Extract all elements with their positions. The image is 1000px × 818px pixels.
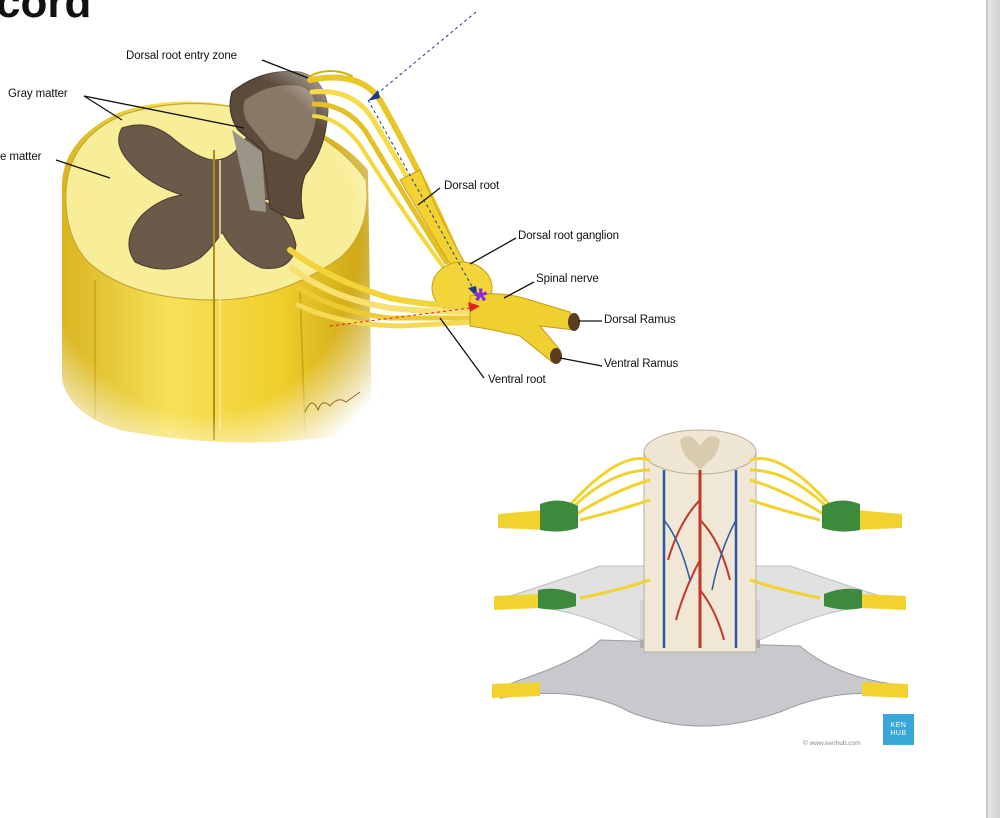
label-dorsal-root: Dorsal root xyxy=(444,180,500,192)
scrollbar[interactable] xyxy=(988,0,1000,818)
kenhub-logo: KEN HUB xyxy=(883,714,914,745)
dashed-arrow-blue-top xyxy=(371,11,477,99)
artist-signature xyxy=(304,391,361,413)
label-dorsal-ramus: Dorsal Ramus xyxy=(604,314,676,326)
asterisk-marker: * xyxy=(474,282,488,320)
label-dorsal-root-ganglion: Dorsal root ganglion xyxy=(518,230,619,242)
label-gray-matter: Gray matter xyxy=(8,88,68,100)
spinal-nerve xyxy=(469,293,576,363)
scrollbar-edge xyxy=(986,0,988,818)
label-white-matter: e matter xyxy=(0,151,42,163)
dorsal-ramus-cut xyxy=(568,313,580,331)
arrowhead-red xyxy=(468,302,480,312)
kenhub-credit: © www.kenhub.com xyxy=(803,740,861,747)
leader-lines xyxy=(55,59,603,379)
label-spinal-nerve: Spinal nerve xyxy=(536,273,599,285)
arrowhead-blue-top xyxy=(368,90,380,101)
ventral-ramus-cut xyxy=(550,348,562,364)
label-ventral-ramus: Ventral Ramus xyxy=(604,358,679,370)
label-dorsal-root-entry-zone: Dorsal root entry zone xyxy=(126,50,237,62)
label-ventral-root: Ventral root xyxy=(488,374,546,386)
meninges-illustration xyxy=(492,429,908,727)
page-title: cord xyxy=(0,0,92,27)
dashed-arrow-blue xyxy=(367,99,475,291)
arrowhead-blue xyxy=(468,286,478,298)
spinal-cord-section xyxy=(40,60,400,460)
